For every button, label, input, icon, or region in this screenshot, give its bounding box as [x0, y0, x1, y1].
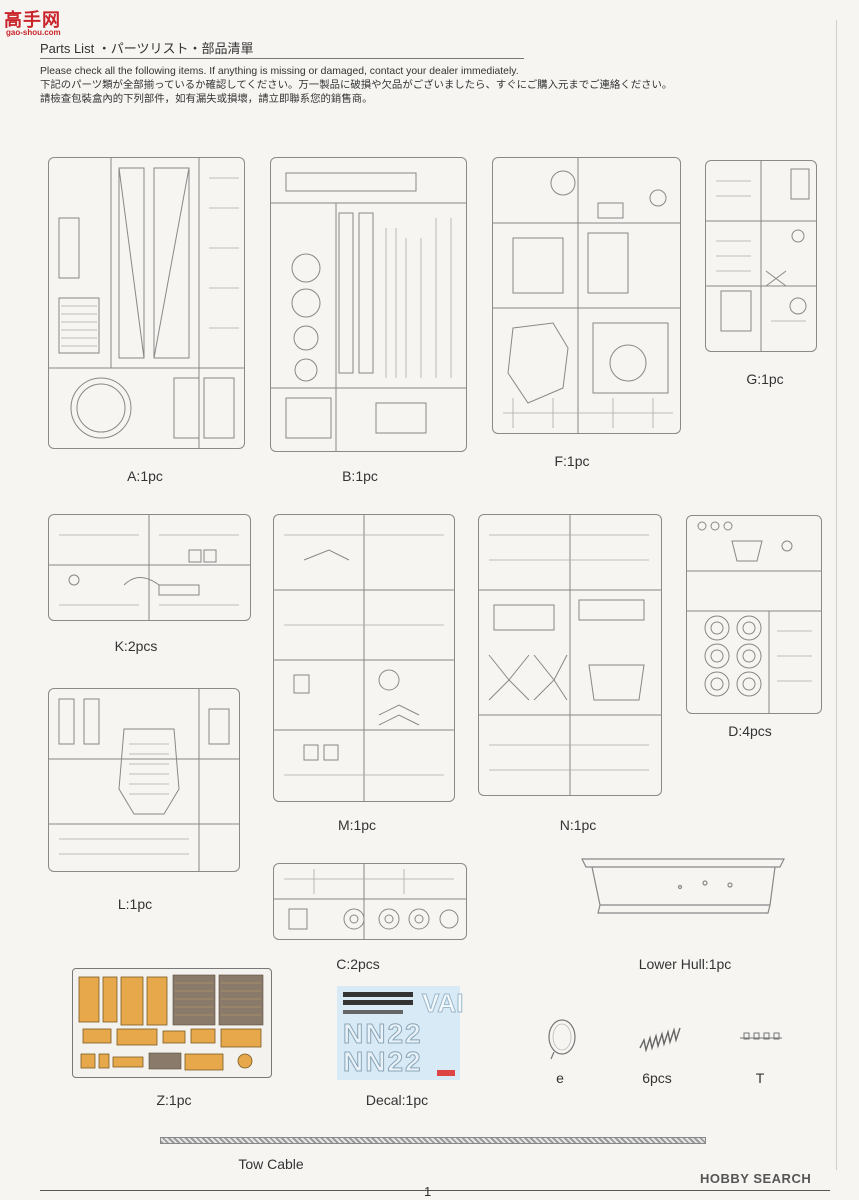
sprue-f-drawing [493, 158, 680, 433]
sprue-k-drawing [49, 515, 250, 620]
sprue-m-drawing [274, 515, 454, 801]
sprue-l-drawing [49, 689, 239, 871]
sprue-n-label: N:1pc [559, 817, 597, 833]
watermark-url: gao-shou.com [6, 28, 61, 37]
watermark-title: 高手网 [4, 10, 61, 31]
title-divider [40, 58, 524, 59]
lower-hull-label: Lower Hull:1pc [638, 956, 732, 972]
decal-label: Decal:1pc [365, 1092, 429, 1108]
photo-etch-fret-z [72, 968, 272, 1078]
intro-chinese: 請檢查包裝盒內的下列部件，如有漏失或損壞，請立即聯系您的銷售商。 [40, 94, 373, 105]
decal-strip [343, 992, 413, 997]
intro-english: Please check all the following items. If… [40, 66, 519, 77]
part-t-label: T [755, 1070, 765, 1086]
sprue-l-illustration [48, 688, 240, 872]
spring-drawing [639, 1027, 681, 1053]
sprue-d-label: D:4pcs [728, 723, 772, 739]
decal-number-top: NN22 [343, 1018, 423, 1050]
sprue-n-drawing [479, 515, 661, 795]
sprue-d-drawing [687, 521, 821, 713]
margin-rule [836, 20, 837, 1170]
sprue-a-drawing [49, 158, 244, 448]
sprue-g-label: G:1pc [746, 371, 784, 387]
sprue-c-drawing [274, 864, 466, 939]
sprue-a-illustration [48, 157, 245, 449]
sprue-a-label: A:1pc [127, 468, 163, 484]
spring-illustration [636, 1026, 682, 1053]
sprue-f-label: F:1pc [554, 453, 590, 469]
sprue-k-label: K:2pcs [114, 638, 158, 654]
sprue-m-label: M:1pc [337, 817, 377, 833]
footer-rule [40, 1190, 830, 1191]
decal-small-mark: VAI [421, 988, 464, 1019]
sprue-l-label: L:1pc [117, 896, 153, 912]
sprue-c-label: C:2pcs [336, 956, 380, 972]
sprue-g-drawing [706, 161, 816, 351]
sprue-b-illustration [270, 157, 467, 452]
decal-strip [343, 1010, 403, 1014]
lower-hull-drawing [581, 858, 785, 914]
decal-number-bottom: NN22 [343, 1046, 423, 1078]
page-title: Parts List ・パーツリスト・部品清單 [40, 41, 254, 56]
sprue-c-illustration [273, 863, 467, 940]
sprue-n-illustration [478, 514, 662, 796]
sprue-m-illustration [273, 514, 455, 802]
part-e-drawing [548, 1019, 576, 1060]
sprue-b-label: B:1pc [342, 468, 378, 484]
sprue-f-illustration [492, 157, 681, 434]
part-t-drawing [740, 1032, 782, 1040]
sprue-g-illustration [705, 160, 817, 352]
part-e-illustration [544, 1018, 580, 1060]
intro-japanese: 下記のパーツ類が全部揃っているか確認してください。万一製品に破損や欠品がございま… [40, 80, 673, 91]
part-e-label: e [556, 1070, 564, 1086]
site-watermark: 高手网 gao-shou.com [4, 6, 74, 40]
decal-logo [437, 1070, 455, 1076]
hobby-search-logo: HOBBY SEARCH [700, 1171, 812, 1186]
photo-etch-drawing [78, 974, 264, 1071]
sprue-b-drawing [271, 172, 466, 451]
decal-strip [343, 1000, 413, 1005]
sprue-d-illustration [686, 515, 822, 714]
lower-hull-illustration [580, 855, 786, 917]
page-number: 1 [424, 1184, 432, 1199]
sprue-k-illustration [48, 514, 251, 621]
photo-etch-z-label: Z:1pc [156, 1092, 192, 1108]
decal-sheet: VAI NN22 NN22 [337, 986, 464, 1080]
part-t-illustration [738, 1028, 784, 1044]
tow-cable-illustration [160, 1137, 706, 1144]
springs-label: 6pcs [642, 1070, 672, 1086]
tow-cable-label: Tow Cable [238, 1156, 304, 1172]
